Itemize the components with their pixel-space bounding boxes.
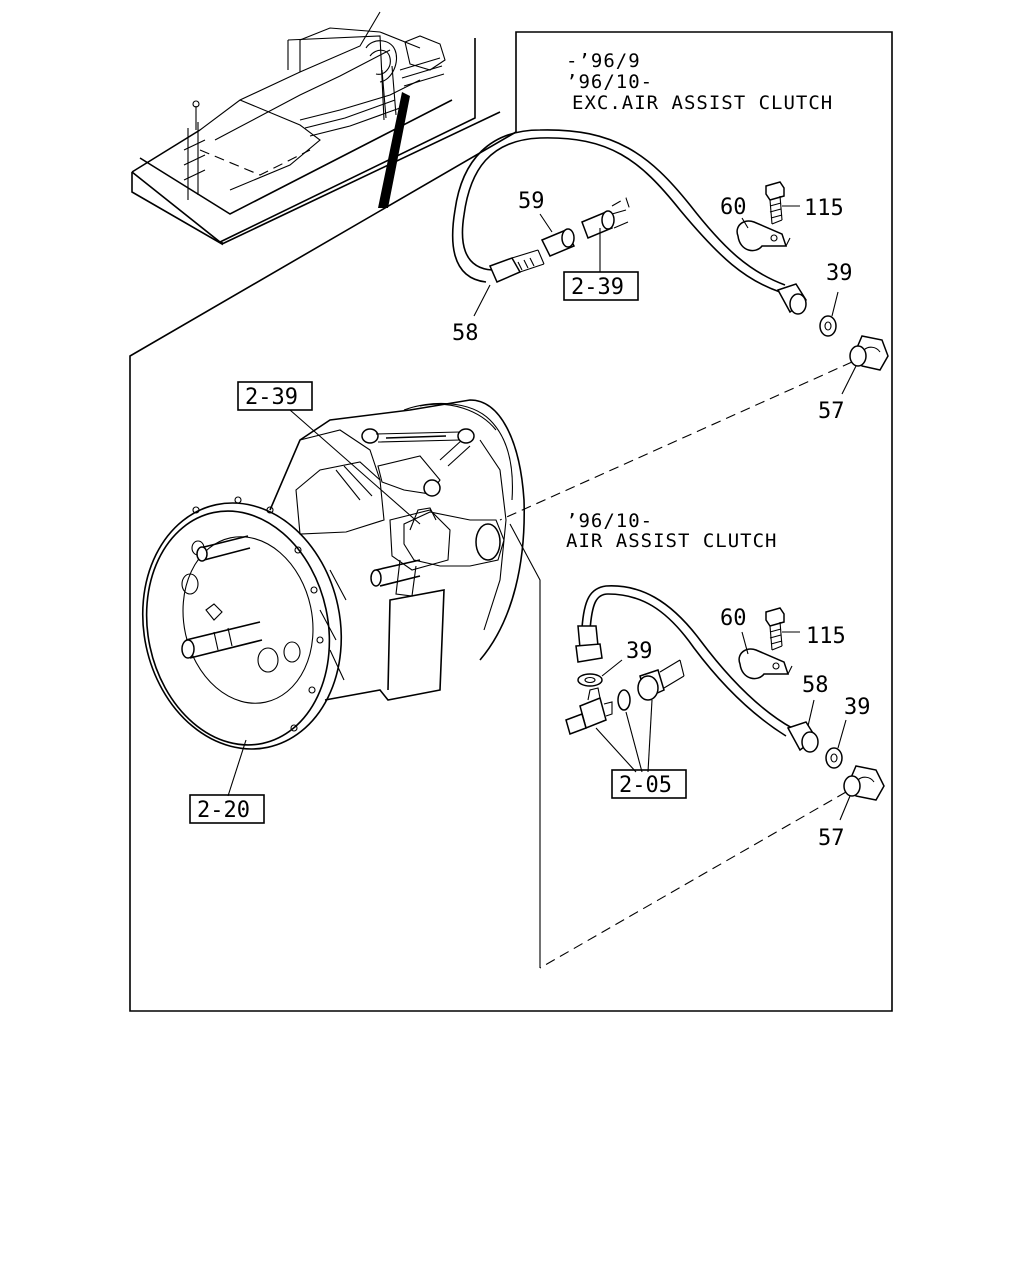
- ref-upper-2-39: 2-39: [571, 275, 624, 300]
- lower-tee-fitting: [565, 687, 613, 735]
- upper-bolt-115: [765, 181, 785, 225]
- lower-clip-60: [738, 648, 793, 680]
- vehicle-chassis-inset: [131, 11, 501, 246]
- leader-upper-39: [831, 291, 839, 317]
- callout-upper-39: 39: [826, 261, 853, 286]
- callout-lower-60: 60: [720, 606, 747, 631]
- leader-lower-39-left: [601, 659, 623, 677]
- note-upper-line1: -’96/9: [566, 50, 641, 72]
- bell-housing-bolts: [192, 496, 324, 732]
- upper-connection-dashed: [499, 361, 853, 521]
- ref-2-20: 2-20: [197, 798, 250, 823]
- lower-washer-39-right: [825, 747, 843, 769]
- ref-main-2-39: 2-39: [245, 385, 298, 410]
- leader-lower-39-right: [837, 719, 847, 749]
- callout-upper-57: 57: [818, 399, 845, 424]
- upper-elbow-57: [849, 335, 889, 371]
- callout-upper-58: 58: [452, 321, 479, 346]
- note-upper-line2: ’96/10-: [566, 71, 653, 93]
- lower-washer-2-05: [617, 689, 631, 711]
- note-lower-line2: AIR ASSIST CLUTCH: [566, 530, 777, 552]
- leader-upper-58: [473, 284, 491, 317]
- diagram-frame: [129, 31, 893, 1012]
- callout-lower-39-right: 39: [844, 695, 871, 720]
- callout-upper-60: 60: [720, 195, 747, 220]
- callout-upper-115: 115: [804, 196, 844, 221]
- callout-lower-58: 58: [802, 673, 829, 698]
- ref-box-2-05: [611, 769, 687, 799]
- leader-2-05-b: [625, 711, 643, 773]
- callout-lower-57: 57: [818, 826, 845, 851]
- upper-hose-assembly: [451, 129, 786, 293]
- leader-59: [539, 213, 553, 233]
- upper-clip-60: [736, 220, 791, 252]
- section-divider: [509, 523, 541, 968]
- lower-adapter: [637, 659, 685, 701]
- lower-bolt-115: [765, 607, 785, 651]
- lower-elbow-57: [843, 765, 885, 801]
- leader-upper-60: [741, 217, 749, 229]
- callout-lower-115: 115: [806, 624, 846, 649]
- leader-2-05-a: [595, 727, 637, 773]
- upper-part-59-connector: [540, 197, 631, 257]
- callout-lower-39-left: 39: [626, 639, 653, 664]
- leader-lower-57: [839, 795, 851, 821]
- ref-2-05: 2-05: [619, 773, 672, 798]
- leader-lower-58: [807, 699, 815, 727]
- transmission-assembly: [141, 399, 526, 750]
- ref-box-main-2-39: [237, 381, 313, 411]
- lower-right-fitting-58: [786, 721, 819, 753]
- leader-upper-57: [841, 365, 857, 395]
- note-upper-line3: EXC.AIR ASSIST CLUTCH: [572, 92, 833, 114]
- leader-lower-60: [741, 631, 749, 655]
- ref-box-2-20: [189, 794, 265, 824]
- leader-main-2-39: [289, 409, 421, 525]
- lower-washer-39-left: [577, 673, 603, 687]
- upper-washer-39: [819, 315, 837, 337]
- lower-hose-assembly: [575, 585, 793, 737]
- note-lower-line1: ’96/10-: [566, 510, 653, 532]
- callout-upper-59: 59: [518, 189, 545, 214]
- lower-connection-dashed: [539, 791, 847, 969]
- upper-right-fitting: [776, 283, 808, 315]
- leader-2-20: [227, 739, 247, 797]
- leader-2-05-c: [647, 699, 653, 773]
- ref-box-upper-2-39: [563, 271, 639, 301]
